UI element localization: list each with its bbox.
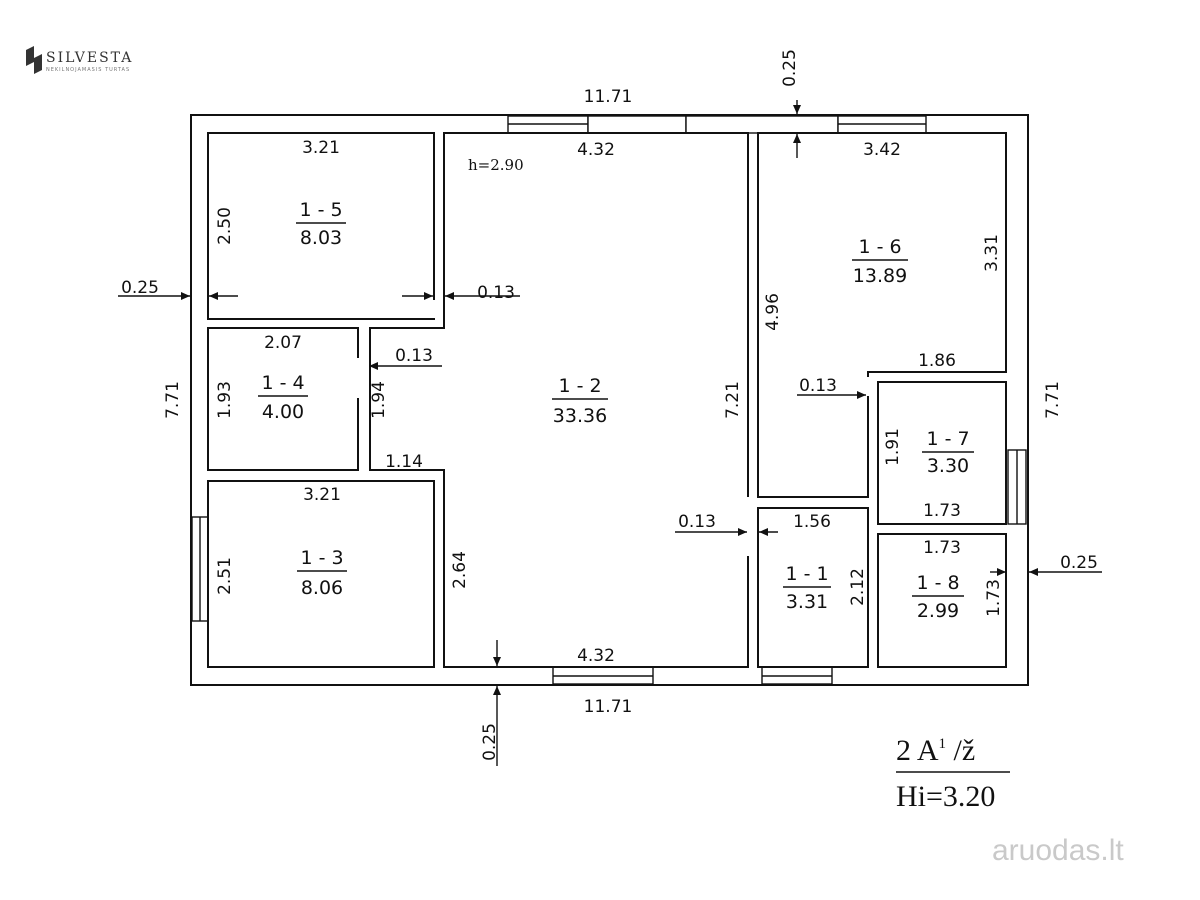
dim-r16-width: 3.42 [863, 140, 901, 160]
dim-r17-height: 1.91 [883, 428, 903, 466]
dim-r15-wall: 0.13 [477, 283, 515, 303]
room-1-6-outline [757, 132, 1007, 498]
dim-r12-lower-left: 2.64 [450, 551, 470, 589]
dim-wall-bottom: 0.25 [480, 723, 500, 761]
room-1-6-id: 1 - 6 [858, 236, 901, 258]
logo-mark-icon [26, 46, 42, 74]
classification-height: Hi=3.20 [896, 780, 995, 813]
room-1-5-outline [207, 132, 435, 320]
room-1-8-area: 2.99 [917, 600, 959, 622]
classification-block: 2 A1 /ž Hi=3.20 [896, 734, 1010, 813]
room-1-2-outline [369, 132, 749, 668]
room-1-2-area: 33.36 [553, 405, 607, 427]
dim-r14-wall: 0.13 [395, 346, 433, 366]
dim-wall-top: 0.25 [780, 49, 800, 87]
dim-r16-height-right: 3.31 [982, 234, 1002, 272]
window-top-2 [587, 115, 687, 134]
room-1-8-outline [877, 533, 1007, 668]
dim-r15-width: 3.21 [302, 138, 340, 158]
room-1-4-outline [207, 327, 359, 471]
dim-r12-top: 4.32 [577, 140, 615, 160]
dim-r14-bottom: 1.14 [385, 452, 423, 472]
window-top-3 [685, 115, 839, 134]
dim-r17-width: 1.73 [923, 501, 961, 521]
dim-r14-height-right: 1.94 [369, 381, 389, 419]
room-1-4-area: 4.00 [262, 401, 304, 423]
dim-right-total: 7.71 [1043, 381, 1063, 419]
brand-logo: SILVESTA NEKILNOJAMASIS TURTAS [26, 46, 133, 74]
dim-wall-left: 0.25 [121, 278, 159, 298]
dim-top-total: 11.71 [584, 87, 633, 107]
dim-r15-height: 2.50 [215, 207, 235, 245]
dim-r18-height: 1.73 [984, 579, 1004, 617]
dim-r16-wall: 0.13 [799, 376, 837, 396]
dim-r11-height: 2.12 [848, 568, 868, 606]
dim-r14-height-left: 1.93 [215, 381, 235, 419]
room-1-6-area: 13.89 [853, 265, 907, 287]
dimension-arrows [118, 100, 1102, 766]
room-1-3-outline [207, 480, 435, 668]
room-1-5-id: 1 - 5 [299, 199, 342, 221]
room-1-5-area: 8.03 [300, 227, 342, 249]
room-1-7-area: 3.30 [927, 455, 969, 477]
room-1-1-outline [757, 507, 869, 668]
room-outlines [207, 132, 1007, 668]
classification-main: 2 A [896, 734, 939, 767]
room-1-4-id: 1 - 4 [261, 372, 304, 394]
dim-left-total: 7.71 [163, 381, 183, 419]
dim-r12-bottom: 4.32 [577, 646, 615, 666]
dim-r13-width: 3.21 [303, 485, 341, 505]
watermark-text: aruodas.lt [992, 834, 1124, 867]
dimension-labels: 11.71 11.71 7.71 7.71 0.25 0.25 0.25 0.2… [121, 49, 1098, 761]
dim-r16-height-left: 4.96 [763, 293, 783, 331]
room-1-7-outline [877, 381, 1007, 525]
classification-suffix: /ž [946, 734, 975, 767]
dim-r13-height: 2.51 [215, 557, 235, 595]
room-1-3-id: 1 - 3 [300, 547, 343, 569]
room-labels: 1 - 5 8.03 1 - 4 4.00 1 - 3 8.06 1 - 2 3… [258, 156, 974, 622]
classification-superscript: 1 [939, 736, 947, 752]
room-1-3-area: 8.06 [301, 577, 343, 599]
outer-wall-outline [190, 114, 1029, 686]
room-1-1-area: 3.31 [786, 591, 828, 613]
dim-r12-height: 7.21 [723, 381, 743, 419]
dim-wall-right: 0.25 [1060, 553, 1098, 573]
svg-text:2 A1 /ž: 2 A1 /ž [896, 734, 975, 767]
dim-r11-width: 1.56 [793, 512, 831, 532]
dim-r12-wall: 0.13 [678, 512, 716, 532]
watermark: aruodas.lt [992, 834, 1124, 867]
room-1-1-id: 1 - 1 [785, 563, 828, 585]
dim-bottom-total: 11.71 [584, 697, 633, 717]
dim-r16-bottom: 1.86 [918, 351, 956, 371]
brand-name: SILVESTA [46, 50, 133, 66]
room-1-2-id: 1 - 2 [558, 375, 601, 397]
brand-tagline: NEKILNOJAMASIS TURTAS [46, 67, 130, 73]
room-1-7-id: 1 - 7 [926, 428, 969, 450]
room-1-8-id: 1 - 8 [916, 572, 959, 594]
ceiling-height-note: h=2.90 [468, 156, 524, 174]
dim-r18-width: 1.73 [923, 538, 961, 558]
dim-r14-width: 2.07 [264, 333, 302, 353]
